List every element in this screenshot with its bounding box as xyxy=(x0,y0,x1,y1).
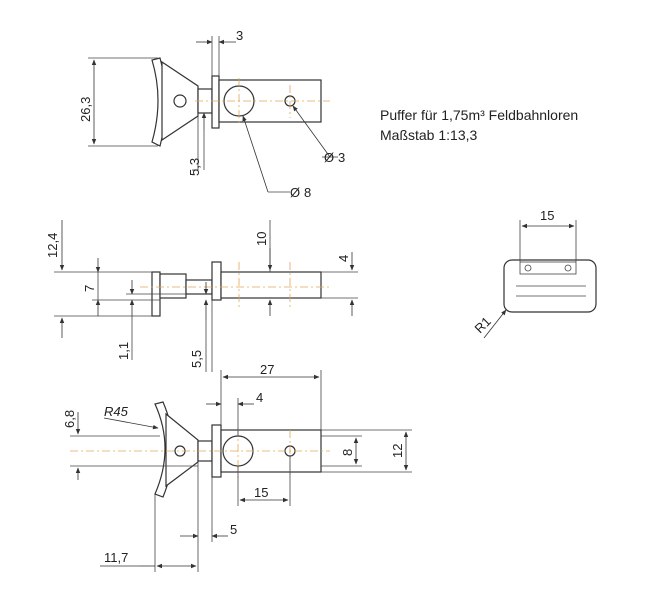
title-line-1: Puffer für 1,75m³ Feldbahnloren xyxy=(380,107,578,123)
dim-3-top: 3 xyxy=(236,28,243,43)
dim-15-detail: 15 xyxy=(540,208,554,223)
dim-5-3: 5,3 xyxy=(187,158,202,176)
dim-12-4: 12,4 xyxy=(45,233,60,258)
dim-4-side: 4 xyxy=(336,255,351,262)
title-block: Puffer für 1,75m³ Feldbahnloren Maßstab … xyxy=(380,107,578,143)
dim-12: 12 xyxy=(390,444,405,458)
dim-7: 7 xyxy=(82,285,97,292)
diameter-symbol-3: Ø xyxy=(324,150,334,165)
dim-dia-3: 3 xyxy=(338,150,345,165)
dim-8: 8 xyxy=(340,449,355,456)
dim-27: 27 xyxy=(260,362,274,377)
dim-5-5: 5,5 xyxy=(189,350,204,368)
dim-26-3: 26,3 xyxy=(78,97,93,122)
title-line-2: Maßstab 1:13,3 xyxy=(380,127,477,143)
dim-10: 10 xyxy=(254,232,269,246)
dim-6-8: 6,8 xyxy=(62,410,77,428)
top-view: 3 26,3 5,3 Ø 3 Ø 8 xyxy=(78,28,345,200)
dim-r1: R1 xyxy=(472,314,494,336)
dim-r45: R45 xyxy=(104,404,129,419)
buffer-hole-top xyxy=(173,94,187,108)
dim-5: 5 xyxy=(230,522,237,537)
dim-1-1: 1,1 xyxy=(116,342,131,360)
bottom-view: 6,8 R45 27 4 8 12 15 xyxy=(62,362,412,572)
buffer-body-top xyxy=(161,60,199,142)
buffer-body-bottom xyxy=(165,412,199,488)
dim-11-7: 11,7 xyxy=(104,550,128,565)
arm-side xyxy=(220,271,322,299)
flange-top xyxy=(211,75,220,129)
dim-4-bottom: 4 xyxy=(256,390,263,405)
diameter-symbol-8: Ø xyxy=(290,185,300,200)
dim-dia-8: 8 xyxy=(304,185,311,200)
flange-side xyxy=(211,261,222,301)
dim-15-bottom: 15 xyxy=(254,485,268,500)
side-view: 12,4 7 1,1 5,5 10 4 xyxy=(45,220,358,372)
detail-slot xyxy=(519,261,577,275)
detail-view: 15 R1 xyxy=(472,208,597,339)
